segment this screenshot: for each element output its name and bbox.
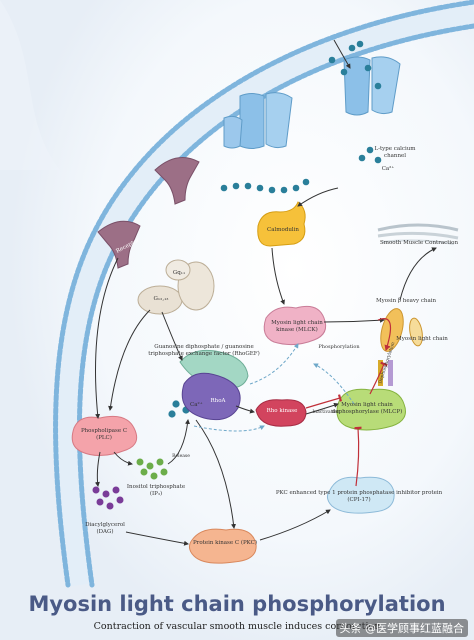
- calmodulin-shape: [257, 201, 306, 247]
- label-rhoa: RhoA: [210, 398, 226, 404]
- calcium-ions: [168, 40, 382, 418]
- inhibition-arrows: [305, 318, 392, 487]
- label-cpi17: PKC enhanced type 1 protein phosphatase …: [275, 490, 443, 503]
- label-release: Release: [172, 454, 190, 459]
- label-smooth-muscle-contraction: Smooth Muscle Contraction: [379, 240, 459, 246]
- label-inactivation: Inactivation: [312, 410, 340, 415]
- activation-arrows-dashed: [193, 343, 355, 432]
- dag-molecules: [92, 486, 124, 510]
- rho-kinase-shape: [255, 399, 307, 427]
- calcium-channel: [223, 56, 401, 149]
- pathway-arrows: [94, 187, 437, 546]
- page-title: Myosin light chain phosphorylation: [28, 592, 446, 616]
- g-protein: [137, 259, 215, 315]
- label-ip3: Inositol triphosphate (IP₃): [126, 484, 186, 497]
- label-calcium-channel: L-type calcium channel: [374, 146, 416, 159]
- outer-region: [0, 0, 60, 170]
- label-ca-top: Ca²⁺: [381, 166, 395, 172]
- label-dag: Diacylglycerol (DAG): [85, 522, 125, 535]
- label-g12: G₁₂,₁₃: [153, 296, 169, 302]
- label-mlcp: Myosin light chain dephosphorylase (MLCP…: [331, 402, 403, 415]
- label-plc: Phospholipase C (PLC): [80, 428, 128, 441]
- watermark: 头条 @医学顾事红蓝融合: [335, 619, 468, 637]
- label-ca-mid: Ca²⁺: [190, 402, 203, 408]
- label-myosin-heavy-chain: Myosin β heavy chain: [375, 298, 437, 304]
- mlcp-shape: [336, 388, 406, 431]
- label-myosin-light-chain: Myosin light chain: [396, 336, 448, 342]
- label-phosphorylation: Phosphorylation: [318, 344, 360, 350]
- mlck-shape: [263, 305, 327, 346]
- label-mlck: Myosin light chain kinase (MLCK): [271, 320, 323, 333]
- label-calmodulin: Calmodulin: [267, 227, 299, 233]
- label-rhogef: Guanosine diphosphate / guanosine tripho…: [148, 344, 260, 357]
- rhogef-rhoa-shape: [179, 349, 249, 421]
- receptor: [97, 157, 200, 269]
- page-subtitle: Contraction of vascular smooth muscle in…: [93, 621, 381, 632]
- ip3-molecules: [136, 458, 168, 480]
- label-pkc: Protein kinase C (PKC): [192, 540, 257, 546]
- label-gq: Gq₁₁: [172, 270, 186, 276]
- label-rho-kinase: Rho kinase: [266, 408, 298, 414]
- pkc-shape: [188, 528, 257, 564]
- smooth-muscle-fiber: [377, 223, 459, 245]
